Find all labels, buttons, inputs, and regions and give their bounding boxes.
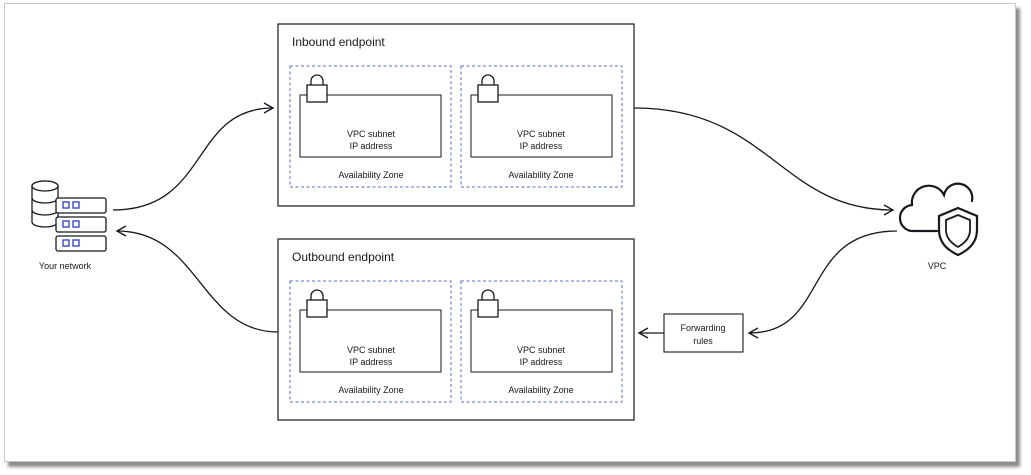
inbound-zone-2: VPC subnet IP address Availability Zone: [460, 65, 623, 188]
cloud-shield-icon: [898, 182, 979, 257]
inbound-endpoint: Inbound endpoint VPC subnet IP address A…: [277, 23, 635, 207]
forwarding-rules-box: [663, 313, 744, 353]
vpc-subnet-label: VPC subnet: [517, 129, 566, 139]
availability-zone-label: Availability Zone: [338, 385, 403, 395]
availability-zone-box: [289, 65, 452, 188]
inbound-endpoint-box: [277, 23, 635, 207]
lock-icon: [306, 289, 328, 318]
lock-icon: [477, 74, 499, 103]
forwarding-rules-label-line1: Forwarding: [680, 323, 725, 333]
vpc-label: VPC: [928, 261, 947, 271]
vpc-subnet-box: [470, 309, 613, 373]
outbound-endpoint-title: Outbound endpoint: [292, 250, 395, 264]
vpc: VPC: [898, 182, 979, 271]
database-icon: [31, 180, 59, 228]
inbound-zone-1: VPC subnet IP address Availability Zone: [289, 65, 452, 188]
vpc-subnet-box: [470, 94, 613, 158]
availability-zone-label: Availability Zone: [338, 170, 403, 180]
forwarding-rules-label-line2: rules: [693, 336, 713, 346]
ip-address-label: IP address: [520, 141, 563, 151]
forwarding-rules: Forwarding rules: [663, 313, 744, 353]
outbound-zone-1: VPC subnet IP address Availability Zone: [289, 280, 452, 403]
outbound-endpoint: Outbound endpoint VPC subnet IP address …: [277, 238, 635, 421]
ip-address-label: IP address: [520, 357, 563, 367]
server-stack-icon: [55, 197, 107, 252]
availability-zone-box: [460, 280, 623, 403]
inbound-endpoint-title: Inbound endpoint: [292, 35, 385, 49]
availability-zone-label: Availability Zone: [508, 170, 573, 180]
vpc-subnet-label: VPC subnet: [347, 345, 396, 355]
ip-address-label: IP address: [350, 141, 393, 151]
availability-zone-box: [289, 280, 452, 403]
connectors: [112, 102, 898, 339]
your-network: Your network: [31, 180, 107, 271]
outbound-endpoint-box: [277, 238, 635, 421]
vpc-subnet-box: [299, 309, 442, 373]
availability-zone-box: [460, 65, 623, 188]
outbound-zone-2: VPC subnet IP address Availability Zone: [460, 280, 623, 403]
ip-address-label: IP address: [350, 357, 393, 367]
vpc-subnet-label: VPC subnet: [517, 345, 566, 355]
availability-zone-label: Availability Zone: [508, 385, 573, 395]
arrow-vpc-to-forwarding: [747, 230, 898, 339]
lock-icon: [306, 74, 328, 103]
vpc-subnet-label: VPC subnet: [347, 129, 396, 139]
arrow-outbound-to-network: [115, 225, 279, 333]
line-inbound-to-vpc: [633, 107, 895, 216]
arrow-network-to-inbound: [112, 102, 275, 211]
vpc-subnet-box: [299, 94, 442, 158]
lock-icon: [477, 289, 499, 318]
your-network-label: Your network: [39, 261, 92, 271]
